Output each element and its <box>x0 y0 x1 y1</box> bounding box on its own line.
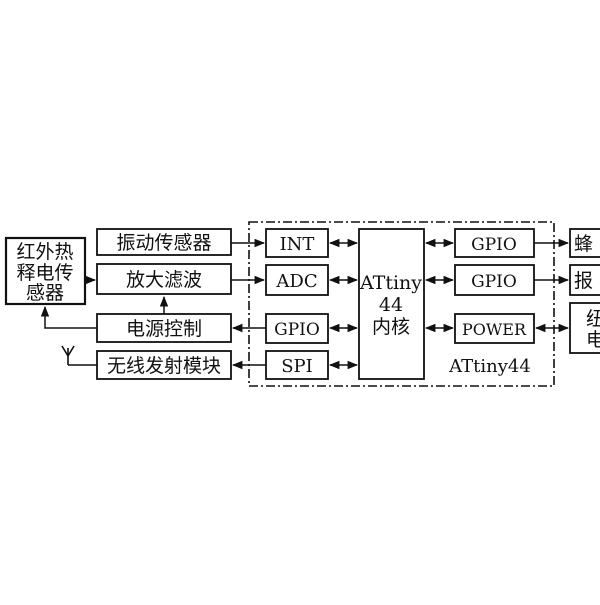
gpio-right-1-label: GPIO <box>471 235 517 255</box>
vibration-sensor-box <box>96 228 232 256</box>
chip-label: ATtiny44 <box>448 356 531 377</box>
buzzer-box <box>569 228 600 258</box>
adc-box <box>265 264 329 296</box>
chip-boundary <box>248 221 555 387</box>
gpio-right-2-label: GPIO <box>471 272 517 292</box>
pir-sensor-line-1: 红外热 <box>16 241 73 263</box>
core-line-3: 内核 <box>372 316 410 338</box>
power-label: POWER <box>462 320 527 339</box>
battery-label-1: 纽 <box>586 308 600 330</box>
antenna-icon <box>61 345 97 366</box>
wireless-tx-label: 无线发射模块 <box>107 355 221 377</box>
pir-sensor-box <box>4 236 87 306</box>
battery-box <box>569 302 600 354</box>
buzzer-label: 蜂 <box>574 233 593 255</box>
core-line-1: ATtiny <box>359 272 422 294</box>
spi-label: SPI <box>281 356 313 377</box>
alarm-box <box>569 264 600 296</box>
vibration-sensor-label: 振动传感器 <box>116 232 211 254</box>
battery-label-2: 电 <box>586 329 600 351</box>
pir-sensor-line-2: 释电传 <box>16 262 73 284</box>
power-control-label: 电源控制 <box>126 318 202 340</box>
gpio-left-label: GPIO <box>274 320 320 340</box>
int-box <box>265 228 329 258</box>
pir-sensor-line-3: 感器 <box>26 282 64 304</box>
adc-label: ADC <box>275 271 317 292</box>
alarm-label: 报 <box>574 270 593 292</box>
amp-filter-label: 放大滤波 <box>126 269 202 291</box>
core-line-2: 44 <box>379 294 403 316</box>
power-box <box>454 313 535 344</box>
amp-filter-box <box>96 263 232 295</box>
core-box <box>358 228 425 380</box>
power-control-to-pir-arrow <box>40 305 97 329</box>
int-label: INT <box>280 234 315 255</box>
